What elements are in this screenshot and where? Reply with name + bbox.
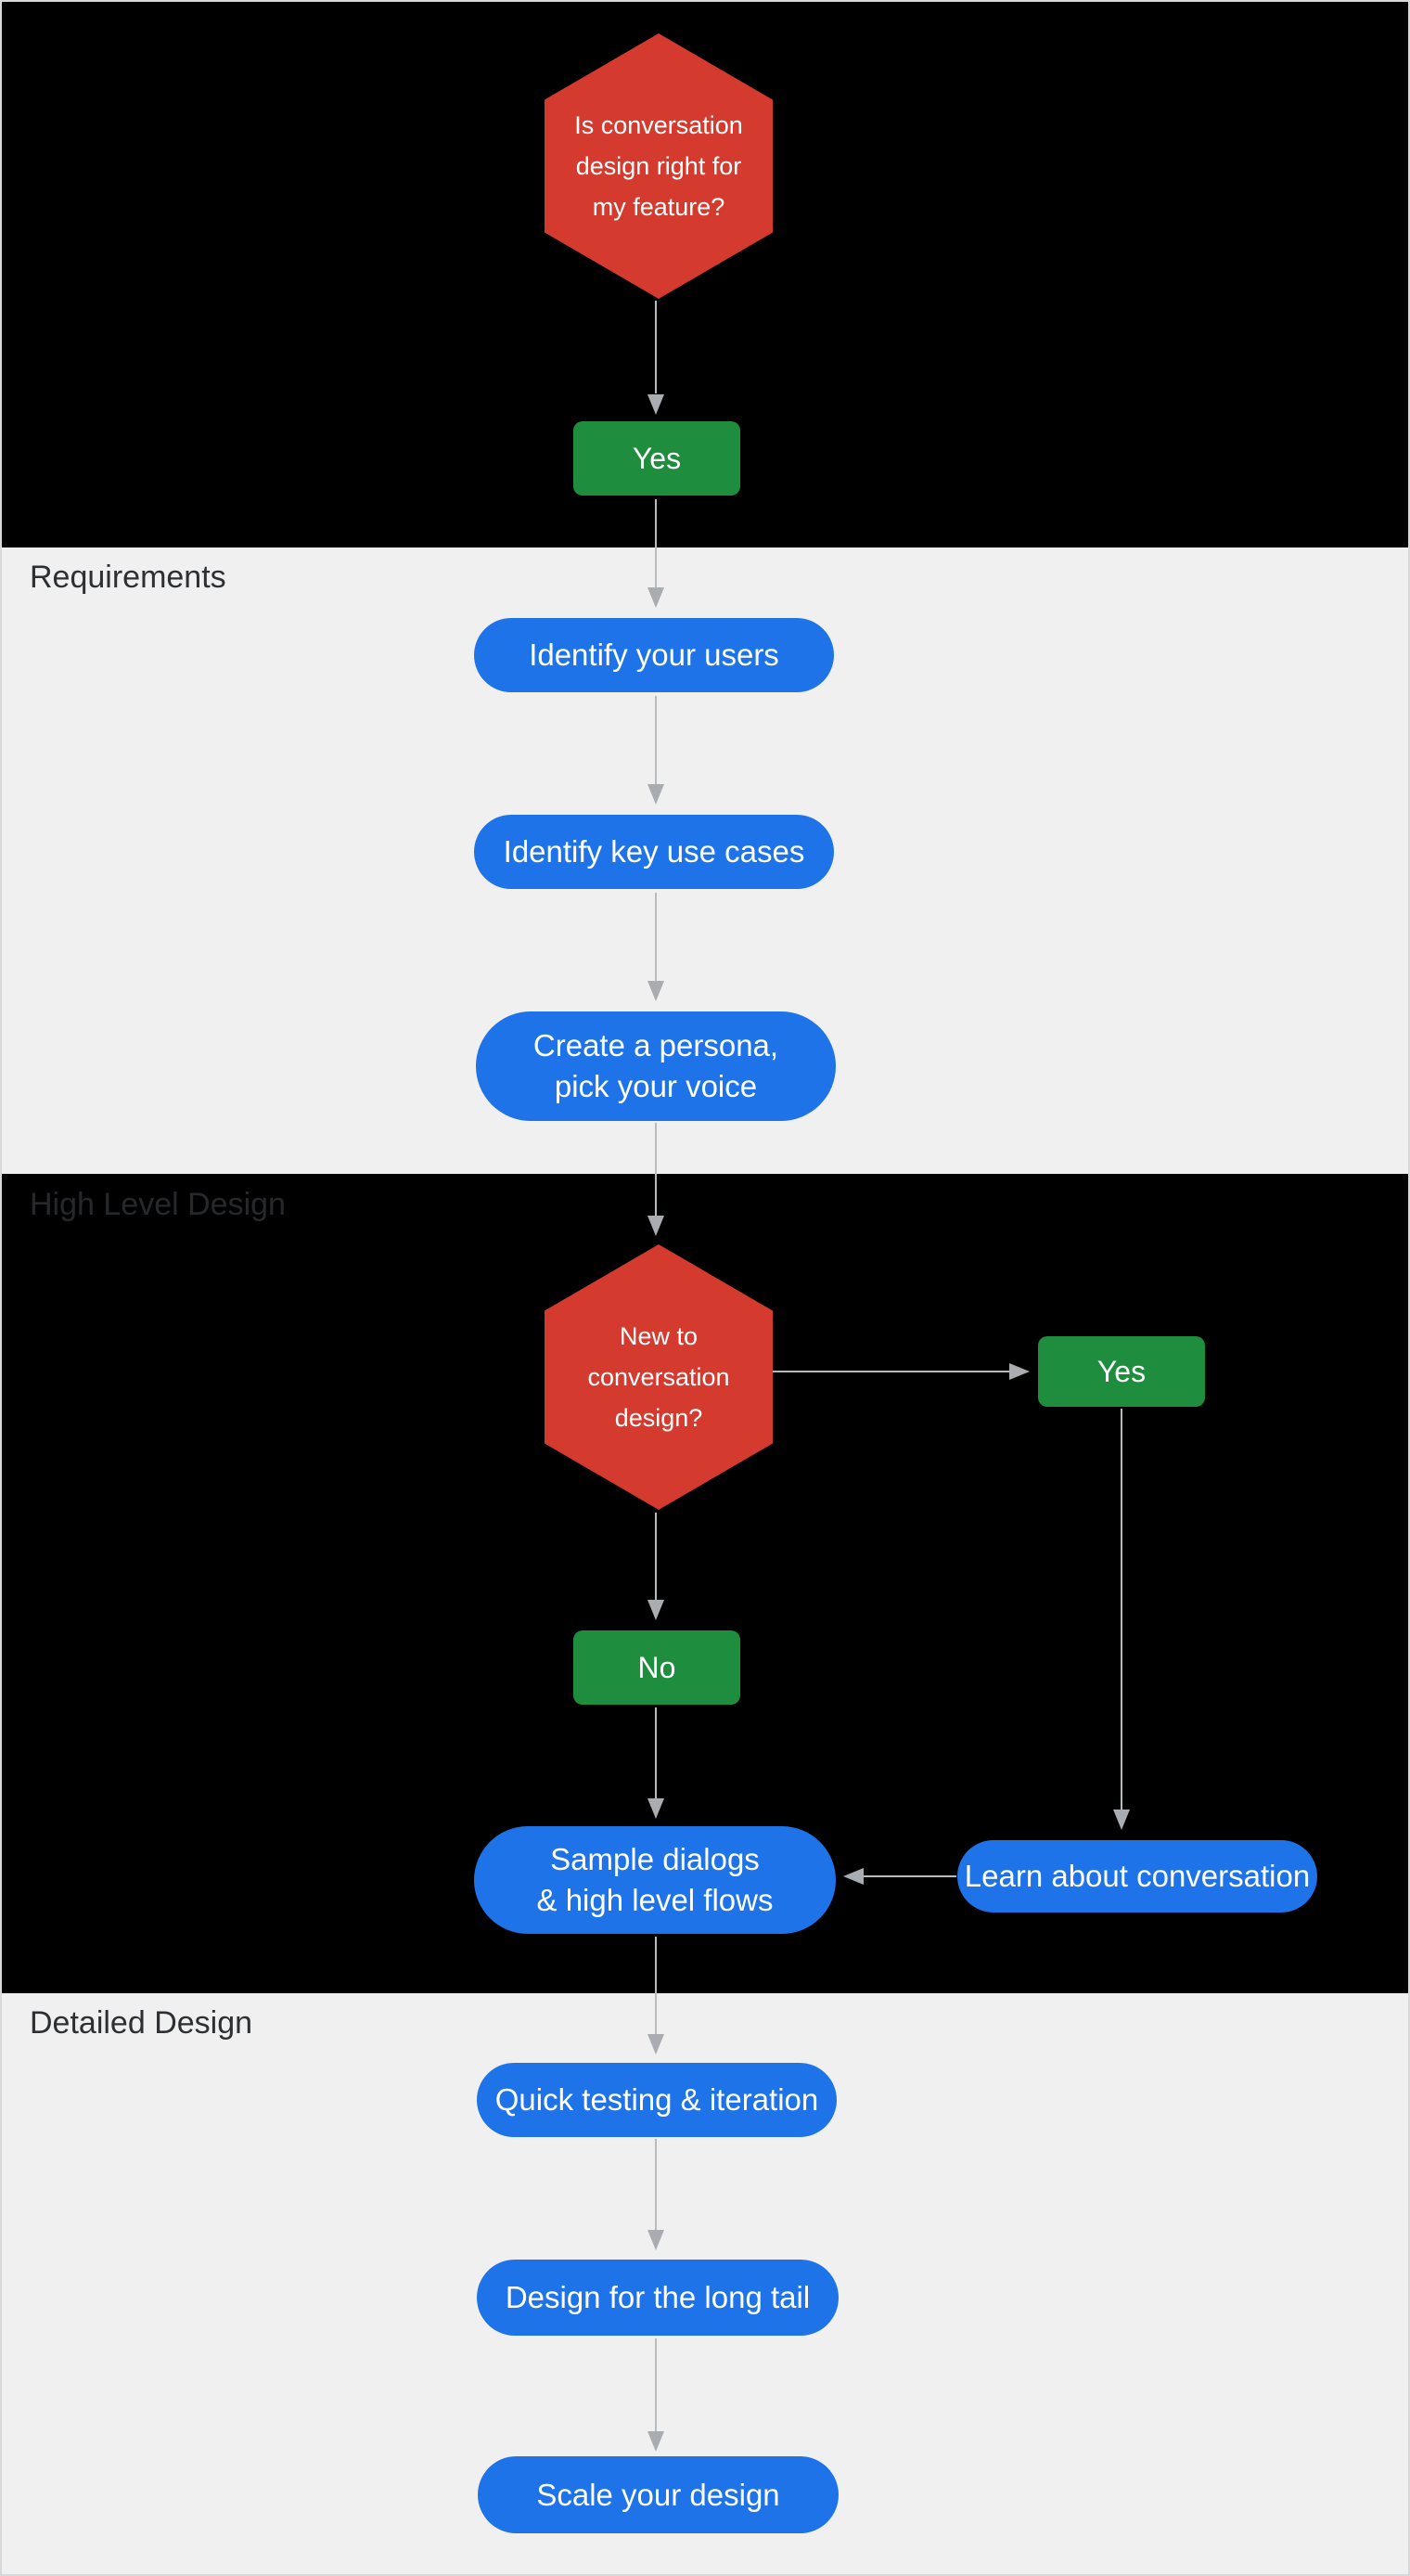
step-identify-key-use-cases[interactable]: Identify key use cases (474, 815, 834, 889)
step-label: Sample dialogs (550, 1842, 760, 1876)
button-label: Yes (1096, 1354, 1147, 1388)
step-learn-about-conversation[interactable]: Learn about conversation (957, 1840, 1317, 1913)
button-label: No (637, 1650, 676, 1684)
step-label: Identify key use cases (503, 834, 805, 869)
step-create-persona-pick-voice[interactable]: Create a persona, pick your voice (476, 1011, 836, 1121)
step-label: pick your voice (554, 1069, 758, 1103)
section-label-high-level-design: High Level Design (30, 1187, 286, 1222)
decision-line: design right for (575, 152, 742, 180)
step-sample-dialogs-high-level-flows[interactable]: Sample dialogs & high level flows (474, 1826, 836, 1934)
yes-button-new-to-design[interactable]: Yes (1038, 1336, 1205, 1407)
step-label: Design for the long tail (505, 2280, 811, 2314)
decision-line: Is conversation (574, 111, 743, 139)
step-label: Learn about conversation (964, 1859, 1311, 1893)
step-label: Quick testing & iteration (494, 2082, 819, 2117)
decision-line: my feature? (592, 193, 725, 221)
step-label: Create a persona, (532, 1028, 779, 1063)
step-identify-your-users[interactable]: Identify your users (474, 618, 834, 692)
step-scale-your-design[interactable]: Scale your design (478, 2456, 839, 2533)
step-label: Identify your users (529, 638, 779, 672)
step-label: Scale your design (536, 2477, 780, 2512)
decision-line: New to (619, 1322, 699, 1350)
button-label: Yes (632, 441, 682, 475)
section-label-detailed-design: Detailed Design (30, 2005, 253, 2041)
step-design-for-long-tail[interactable]: Design for the long tail (477, 2260, 839, 2336)
decision-line: design? (614, 1404, 703, 1432)
step-label: & high level flows (536, 1883, 774, 1917)
decision-line: conversation (587, 1363, 730, 1391)
yes-button-start[interactable]: Yes (573, 421, 740, 496)
no-button-new-to-design[interactable]: No (573, 1630, 740, 1705)
section-label-requirements: Requirements (30, 560, 226, 595)
step-quick-testing-iteration[interactable]: Quick testing & iteration (477, 2063, 837, 2137)
